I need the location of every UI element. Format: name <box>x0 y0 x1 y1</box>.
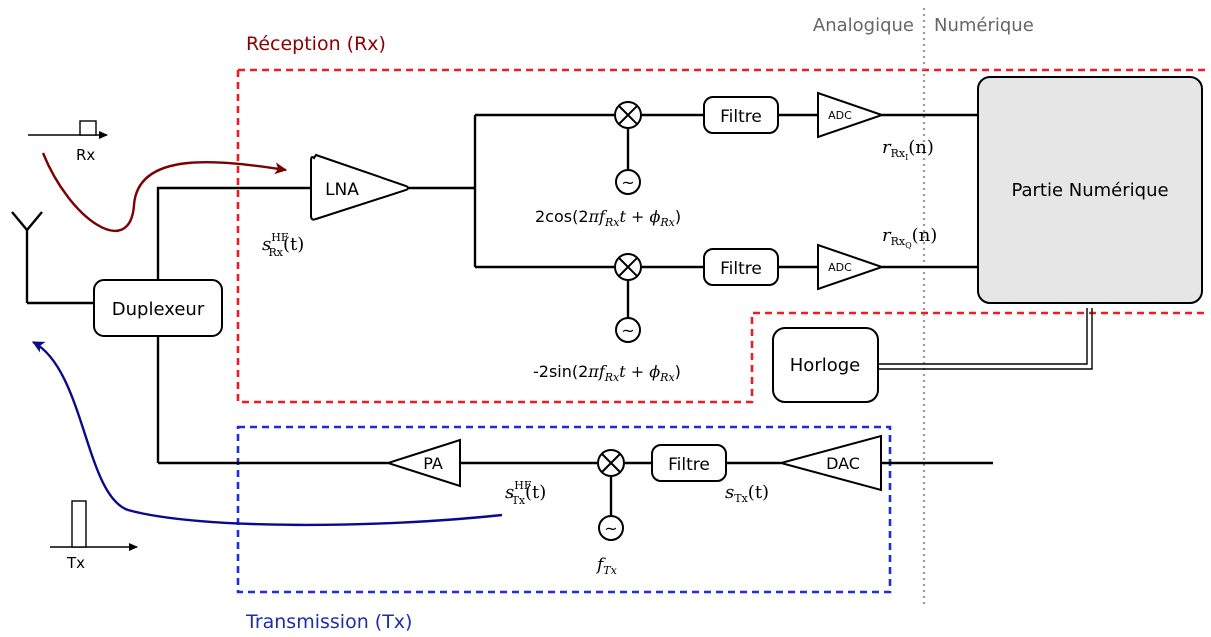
filter-tx-label: Filtre <box>668 455 710 475</box>
tx-pulse-inset: Tx <box>50 500 138 572</box>
mixer-tx <box>597 449 625 477</box>
rx-region-border <box>236 68 1205 404</box>
svg-text:~: ~ <box>621 321 634 340</box>
lna-amplifier: LNA <box>310 153 409 221</box>
r-i-label: rRxI(n) <box>882 137 934 162</box>
filter-i-label: Filtre <box>720 107 762 127</box>
dac-block: DAC <box>777 434 882 492</box>
filter-tx-block: Filtre <box>651 444 727 482</box>
filter-i-block: Filtre <box>703 96 779 134</box>
oscillator-i-icon: ~ <box>615 169 641 195</box>
oscillator-q-icon: ~ <box>615 317 641 343</box>
clock-block: Horloge <box>772 327 879 403</box>
adc-i-block: ADC <box>817 91 886 139</box>
tx-region: Transmission (Tx) <box>236 425 892 633</box>
tx-flow-arrow <box>32 340 503 527</box>
digital-label: Numérique <box>934 15 1034 36</box>
adc-q-block: ADC <box>817 243 886 291</box>
rx-region-title: Réception (Rx) <box>246 33 386 55</box>
adc-q-label: ADC <box>828 261 852 274</box>
dac-label: DAC <box>826 454 860 473</box>
analog-digital-divider: Analogique Numérique <box>813 8 1034 605</box>
filter-q-block: Filtre <box>703 248 779 286</box>
rx-region: Réception (Rx) <box>236 33 1205 404</box>
adc-i-label: ADC <box>828 109 852 122</box>
filter-q-label: Filtre <box>720 259 762 279</box>
mixer-i <box>614 101 642 129</box>
clock-label: Horloge <box>790 355 860 376</box>
svg-text:~: ~ <box>621 173 634 192</box>
pa-label: PA <box>423 454 443 473</box>
mixer-q <box>614 253 642 281</box>
r-q-label: rRxQ(n) <box>882 225 937 250</box>
oscillator-tx-icon: ~ <box>598 515 624 541</box>
lo-tx-label: fTx <box>595 555 618 577</box>
pa-amplifier: PA <box>384 438 461 488</box>
rx-inset-label: Rx <box>76 146 95 164</box>
lna-label: LNA <box>325 180 359 200</box>
digital-part-block: Partie Numérique <box>977 76 1203 304</box>
lo-q-label: -2sin(2πfRxt + ϕRx) <box>533 362 681 384</box>
svg-text:~: ~ <box>604 519 617 538</box>
tx-region-border <box>236 425 892 594</box>
analog-label: Analogique <box>813 15 914 36</box>
tx-region-title: Transmission (Tx) <box>245 611 412 633</box>
s-tx-label: sTx(t) <box>725 482 769 505</box>
duplexer-label: Duplexeur <box>112 299 205 320</box>
digital-part-label: Partie Numérique <box>1011 180 1168 201</box>
wires <box>11 113 1093 516</box>
tx-inset-label: Tx <box>66 554 85 572</box>
duplexer-block: Duplexeur <box>93 279 223 337</box>
rx-pulse-inset: Rx <box>28 120 108 164</box>
lo-i-label: 2cos(2πfRxt + ϕRx) <box>535 207 681 229</box>
rx-flow-arrow <box>41 152 287 233</box>
